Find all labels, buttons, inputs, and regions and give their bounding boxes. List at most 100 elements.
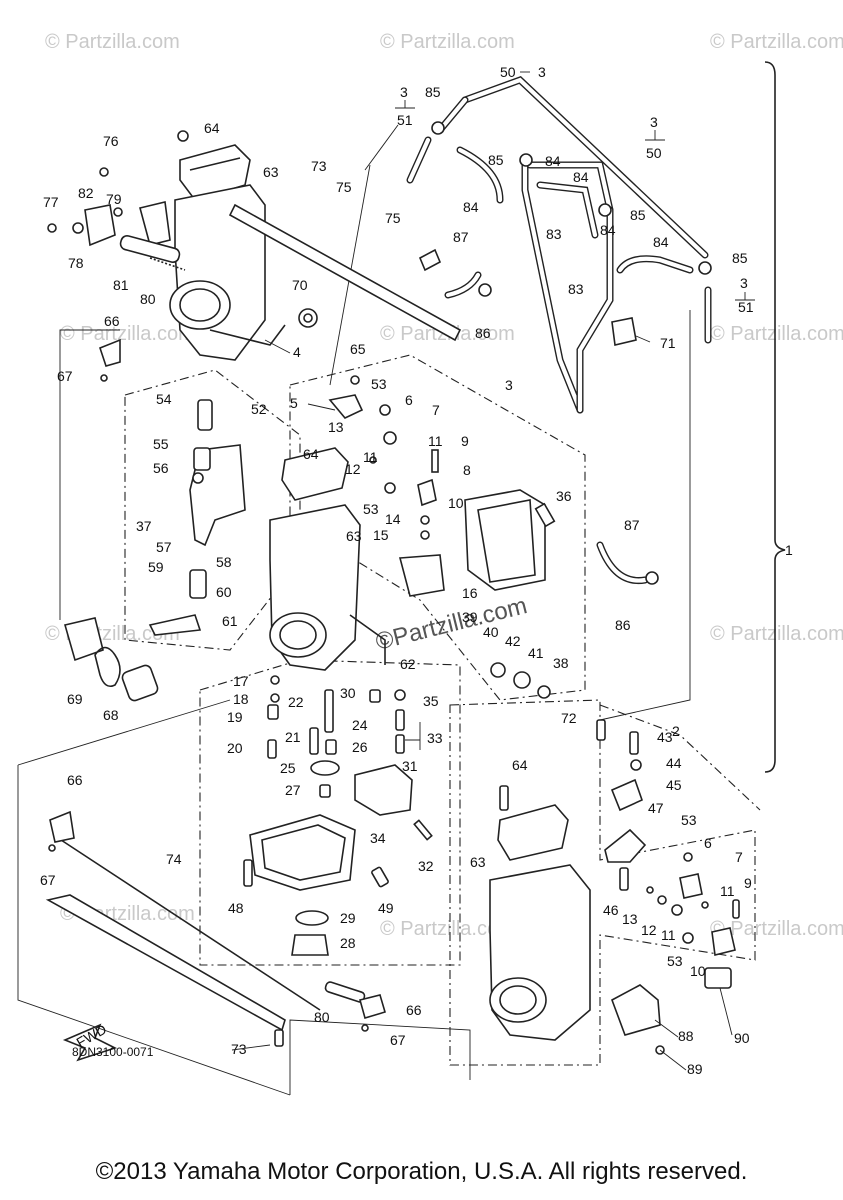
carburetor-middle (63, 375, 556, 702)
callout-71: 71 (660, 335, 676, 351)
callout-1: 1 (785, 542, 793, 558)
callout-67: 67 (390, 1032, 406, 1048)
watermark: © Partzilla.com (710, 918, 843, 940)
callout-11: 11 (428, 433, 443, 449)
callout-26: 26 (352, 739, 368, 755)
callout-52: 52 (251, 401, 267, 417)
callout-49: 49 (378, 900, 394, 916)
callout-74: 74 (166, 851, 182, 867)
callout-14: 14 (385, 511, 401, 527)
watermark: © Partzilla.com (60, 323, 195, 345)
callout-75: 75 (385, 210, 401, 226)
callout-68: 68 (103, 707, 119, 723)
callout-3: 3 (400, 84, 408, 100)
callout-53: 53 (681, 812, 697, 828)
callout-64: 64 (512, 757, 528, 773)
callout-69: 69 (67, 691, 83, 707)
callout-44: 44 (666, 755, 682, 771)
callout-83: 83 (568, 281, 584, 297)
callout-85: 85 (732, 250, 748, 266)
callout-80: 80 (314, 1009, 330, 1025)
callout-10: 10 (690, 963, 706, 979)
callout-33: 33 (427, 730, 443, 746)
callout-12: 12 (345, 461, 361, 477)
callout-32: 32 (418, 858, 434, 874)
callout-9: 9 (461, 433, 469, 449)
group-outline-2 (449, 699, 756, 1066)
callout-63: 63 (263, 164, 279, 180)
callout-84: 84 (653, 234, 669, 250)
linkage-rails: FWD (45, 810, 386, 1062)
carburetor-upper (47, 130, 462, 382)
callout-7: 7 (735, 849, 743, 865)
callout-87: 87 (624, 517, 640, 533)
callout-86: 86 (615, 617, 631, 633)
callout-89: 89 (687, 1061, 703, 1077)
callout-67: 67 (40, 872, 56, 888)
callout-29: 29 (340, 910, 356, 926)
callout-83: 83 (546, 226, 562, 242)
callout-50: 50 (500, 64, 516, 80)
callout-8: 8 (463, 462, 471, 478)
callout-58: 58 (216, 554, 232, 570)
callout-6: 6 (704, 835, 712, 851)
callout-73: 73 (311, 158, 327, 174)
watermark: © Partzilla.com (380, 31, 515, 53)
callout-3: 3 (538, 64, 546, 80)
callout-40: 40 (483, 624, 499, 640)
callout-11: 11 (363, 449, 378, 465)
callout-10: 10 (448, 495, 464, 511)
callout-22: 22 (288, 694, 304, 710)
callout-78: 78 (68, 255, 84, 271)
callout-46: 46 (603, 902, 619, 918)
callout-18: 18 (233, 691, 249, 707)
callout-13: 13 (328, 419, 344, 435)
callout-63: 63 (346, 528, 362, 544)
callout-41: 41 (528, 645, 544, 661)
callout-27: 27 (285, 782, 301, 798)
callout-67: 67 (57, 368, 73, 384)
callout-39: 39 (462, 609, 478, 625)
callout-47: 47 (648, 800, 664, 816)
callout-85: 85 (425, 84, 441, 100)
callout-3: 3 (505, 377, 513, 393)
callout-16: 16 (462, 585, 478, 601)
callout-64: 64 (204, 120, 220, 136)
vent-hoses (406, 75, 712, 585)
callout-37: 37 (136, 518, 152, 534)
callout-2: 2 (672, 723, 680, 739)
callout-51: 51 (738, 299, 754, 315)
callout-17: 17 (233, 673, 249, 689)
callout-85: 85 (488, 152, 504, 168)
callout-38: 38 (553, 655, 569, 671)
copyright-footer: ©2013 Yamaha Motor Corporation, U.S.A. A… (95, 1158, 748, 1185)
callout-9: 9 (744, 875, 752, 891)
watermark: © Partzilla.com (710, 323, 843, 345)
callout-7: 7 (432, 402, 440, 418)
callout-11: 11 (661, 927, 676, 943)
callout-24: 24 (352, 717, 368, 733)
callout-82: 82 (78, 185, 94, 201)
callout-57: 57 (156, 539, 172, 555)
callout-90: 90 (734, 1030, 750, 1046)
callout-42: 42 (505, 633, 521, 649)
callout-61: 61 (222, 613, 238, 629)
callout-6: 6 (405, 392, 413, 408)
callout-53: 53 (667, 953, 683, 969)
callout-35: 35 (423, 693, 439, 709)
callout-20: 20 (227, 740, 243, 756)
callout-63: 63 (470, 854, 486, 870)
callout-3: 3 (740, 275, 748, 291)
callout-53: 53 (363, 501, 379, 517)
callout-88: 88 (678, 1028, 694, 1044)
callout-72: 72 (561, 710, 577, 726)
callout-62: 62 (400, 656, 416, 672)
callout-3: 3 (650, 114, 658, 130)
callout-55: 55 (153, 436, 169, 452)
callout-11: 11 (720, 883, 735, 899)
callout-21: 21 (285, 729, 301, 745)
group-outline-link (599, 704, 761, 811)
callout-84: 84 (545, 153, 561, 169)
